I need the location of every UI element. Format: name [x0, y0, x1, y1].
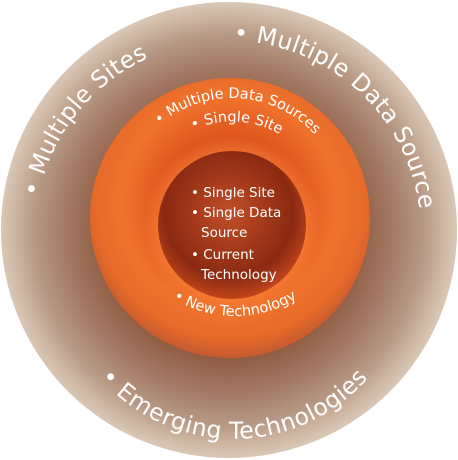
core-item-3-line-2: Technology	[200, 267, 277, 283]
core-list: • Single Site • Single Data Source • Cur…	[191, 185, 281, 283]
core-circle	[158, 151, 306, 299]
core-item-1-line-1: • Single Site	[191, 185, 275, 201]
core-item-3-line-1: • Current	[191, 247, 254, 263]
core-item-2-line-1: • Single Data	[191, 205, 281, 221]
core-item-2-line-2: Source	[201, 225, 247, 241]
